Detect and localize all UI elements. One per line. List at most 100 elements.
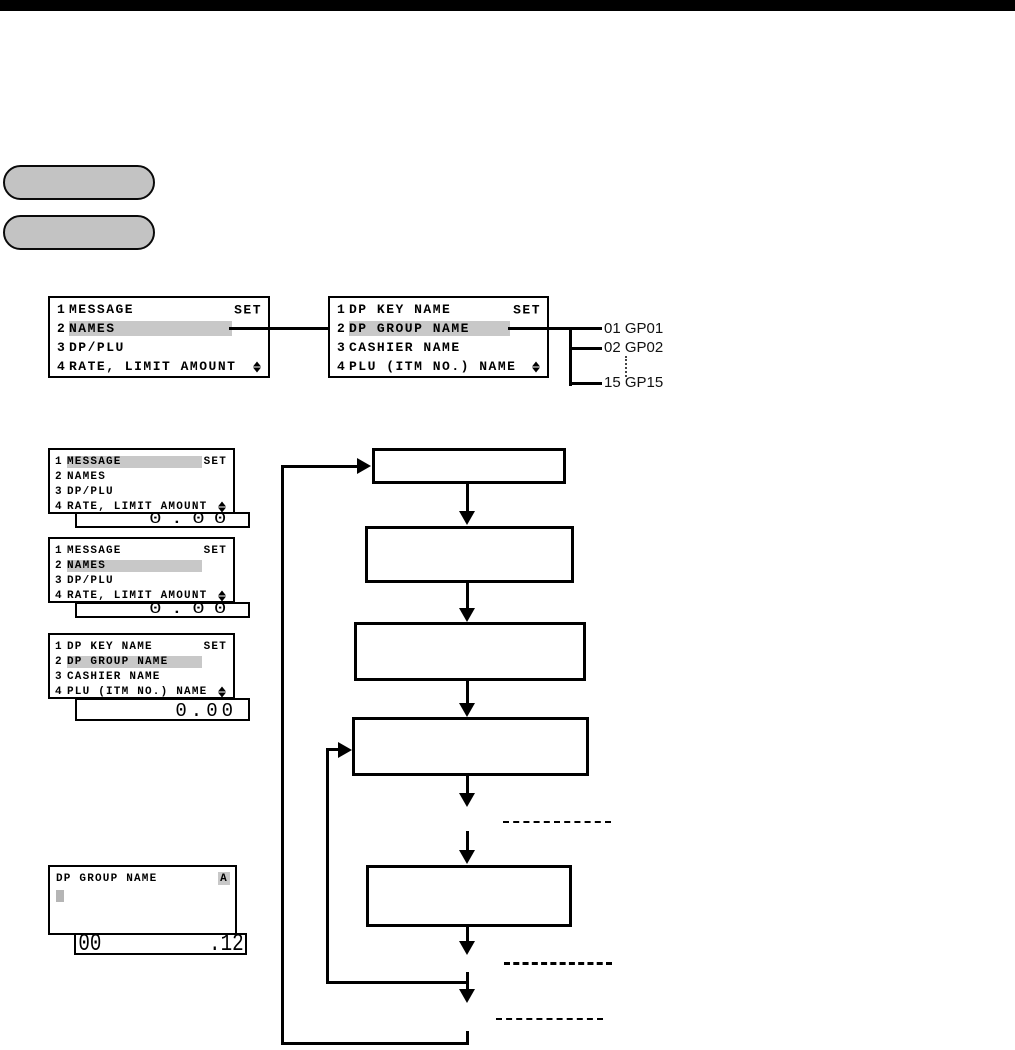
menu-row: 1 DP KEY NAME SET — [337, 300, 547, 319]
screen-menu-names-group: 1 DP KEY NAME SET 2 DP GROUP NAME 3 CASH… — [48, 633, 235, 699]
page-top-rule — [0, 0, 1015, 11]
register-key-1 — [3, 165, 155, 200]
flow-line — [466, 927, 469, 942]
gp-branch-line — [569, 327, 572, 386]
row-label: RATE, LIMIT AMOUNT — [67, 589, 208, 602]
flow-line — [466, 1031, 469, 1045]
arrowhead-down-icon — [459, 989, 475, 1003]
set-indicator: SET — [203, 640, 227, 653]
flow-note-dash — [504, 962, 612, 965]
flow-loop-line — [281, 1042, 469, 1045]
flow-line — [466, 776, 469, 794]
menu-row-selected: 2 DP GROUP NAME — [55, 654, 233, 669]
row-number: 1 — [55, 455, 63, 468]
row-label-highlighted: DP GROUP NAME — [67, 655, 202, 668]
screen-menu-main: 1 MESSAGE SET 2 NAMES 3 DP/PLU 4 RATE, L… — [48, 296, 270, 378]
gp-item: 15 GP15 — [604, 374, 664, 391]
scroll-arrows-icon — [218, 590, 226, 601]
amount-display: 0.00 — [75, 510, 250, 528]
menu-row: 1 DP KEY NAME SET — [55, 639, 233, 654]
flow-box-4 — [352, 717, 589, 776]
set-indicator: SET — [203, 544, 227, 557]
register-key-2 — [3, 215, 155, 250]
amount-display: 0.00 — [75, 698, 250, 721]
amount-display: 0.00 — [75, 601, 250, 618]
set-indicator: SET — [203, 455, 227, 468]
row-number: 4 — [337, 359, 347, 374]
row-number: 3 — [55, 485, 63, 498]
arrowhead-down-icon — [459, 608, 475, 622]
flow-repeat-line — [326, 981, 469, 984]
row-number: 4 — [55, 685, 63, 698]
row-label: DP KEY NAME — [349, 302, 452, 317]
connector-line — [508, 327, 602, 330]
arrowhead-down-icon — [459, 941, 475, 955]
row-label: NAMES — [67, 470, 107, 483]
row-label: DP/PLU — [69, 340, 125, 355]
menu-row: 3 DP/PLU — [57, 338, 268, 357]
flow-line — [466, 484, 469, 512]
arrowhead-down-icon — [459, 703, 475, 717]
scroll-arrows-icon — [253, 361, 261, 372]
flow-loop-line — [281, 465, 284, 1045]
row-number: 1 — [337, 302, 347, 317]
text-cursor — [56, 890, 64, 902]
arrowhead-right-icon — [338, 742, 352, 758]
menu-row: 3 DP/PLU — [55, 573, 233, 588]
row-label: MESSAGE — [69, 302, 135, 317]
arrowhead-down-icon — [459, 793, 475, 807]
screen-menu-main-message: 1 MESSAGE SET 2 NAMES 3 DP/PLU 4 RATE, L… — [48, 448, 235, 514]
menu-row: 4 PLU (ITM NO.) NAME — [55, 684, 233, 699]
entry-title: DP GROUP NAME — [56, 873, 158, 885]
flow-box-5 — [366, 865, 572, 927]
flow-line — [466, 831, 469, 851]
entry-display: 00 .12 — [74, 933, 247, 957]
mode-badge: A — [218, 872, 230, 885]
flow-box-1 — [372, 448, 566, 484]
row-number: 4 — [55, 500, 63, 513]
flow-note-dash — [503, 821, 611, 823]
menu-row-selected: 2 NAMES — [55, 558, 233, 573]
screen-name-entry: DP GROUP NAME A — [48, 865, 237, 935]
gp-ellipsis-line — [625, 356, 627, 377]
menu-row: 4 RATE, LIMIT AMOUNT — [55, 499, 233, 514]
menu-row: 3 DP/PLU — [55, 484, 233, 499]
row-label: CASHIER NAME — [349, 340, 461, 355]
scroll-arrows-icon — [218, 501, 226, 512]
screen-menu-main-names: 1 MESSAGE SET 2 NAMES 3 DP/PLU 4 RATE, L… — [48, 537, 235, 603]
connector-line — [229, 327, 329, 330]
flow-line — [466, 972, 469, 990]
scroll-arrows-icon — [218, 686, 226, 697]
scroll-arrows-icon — [532, 361, 540, 372]
flow-box-2 — [365, 526, 574, 583]
arrowhead-down-icon — [459, 511, 475, 525]
row-label: RATE, LIMIT AMOUNT — [67, 500, 208, 513]
row-label-highlighted: NAMES — [67, 559, 202, 572]
row-number: 1 — [55, 544, 63, 557]
row-number: 1 — [55, 640, 63, 653]
row-number: 3 — [55, 574, 63, 587]
row-number: 3 — [57, 340, 67, 355]
row-number: 2 — [55, 655, 63, 668]
row-label: MESSAGE — [67, 544, 122, 557]
arrowhead-down-icon — [459, 850, 475, 864]
row-number: 2 — [337, 321, 347, 336]
row-label: PLU (ITM NO.) NAME — [349, 359, 517, 374]
flow-repeat-line — [326, 748, 329, 984]
menu-row: 1 MESSAGE SET — [57, 300, 268, 319]
gp-branch-line — [569, 382, 602, 385]
menu-row-selected: 2 NAMES — [57, 319, 268, 338]
gp-item: 01 GP01 — [604, 320, 664, 337]
screen-menu-names: 1 DP KEY NAME SET 2 DP GROUP NAME 3 CASH… — [328, 296, 549, 378]
amount-value: 0.00 — [148, 510, 235, 528]
row-label: PLU (ITM NO.) NAME — [67, 685, 208, 698]
row-label: DP/PLU — [67, 574, 114, 587]
flow-line — [466, 583, 469, 609]
amount-value: 0.00 — [175, 700, 237, 722]
flow-line — [466, 681, 469, 704]
row-number: 2 — [55, 470, 63, 483]
menu-row: 1 MESSAGE SET — [55, 543, 233, 558]
menu-row: 4 PLU (ITM NO.) NAME — [337, 357, 547, 376]
row-label: RATE, LIMIT AMOUNT — [69, 359, 237, 374]
